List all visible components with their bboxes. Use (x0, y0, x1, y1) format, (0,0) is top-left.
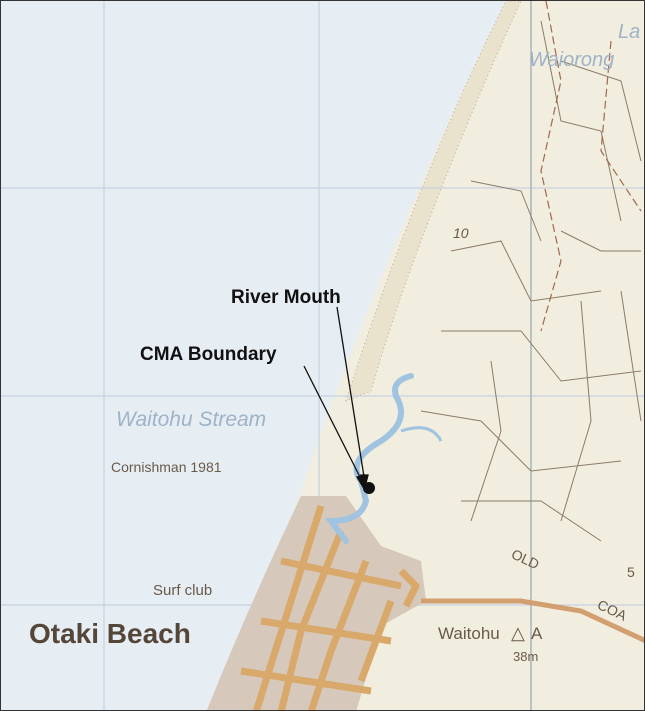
coast-road (421, 598, 644, 643)
trig-name-label: Waitohu (438, 624, 500, 643)
lake-label-bottom: Waiorong (529, 49, 615, 71)
dune-strip (345, 1, 522, 402)
annotation-arrows (303, 306, 369, 490)
trig-letter-label: A (531, 624, 543, 643)
surf-club-label: Surf club (153, 582, 213, 599)
spot-height-5: 5 (627, 564, 635, 580)
otaki-beach-label: Otaki Beach (29, 618, 191, 649)
stream-channel (400, 426, 443, 442)
stream-label: Waitohu Stream (116, 408, 267, 431)
spot-height-10: 10 (453, 225, 469, 241)
paper-roads (540, 1, 642, 332)
property-boundaries (420, 20, 642, 542)
waitohu-stream (325, 373, 414, 544)
river-mouth-label: River Mouth (231, 287, 341, 308)
height-label: 38m (513, 649, 539, 664)
trig-icon: △ (511, 623, 525, 643)
lake-label-top: La (618, 21, 641, 43)
wreck-label: Cornishman 1981 (111, 459, 222, 475)
river-mouth-marker (363, 482, 375, 494)
street-grid (240, 504, 420, 710)
cma-boundary-label: CMA Boundary (140, 344, 277, 365)
